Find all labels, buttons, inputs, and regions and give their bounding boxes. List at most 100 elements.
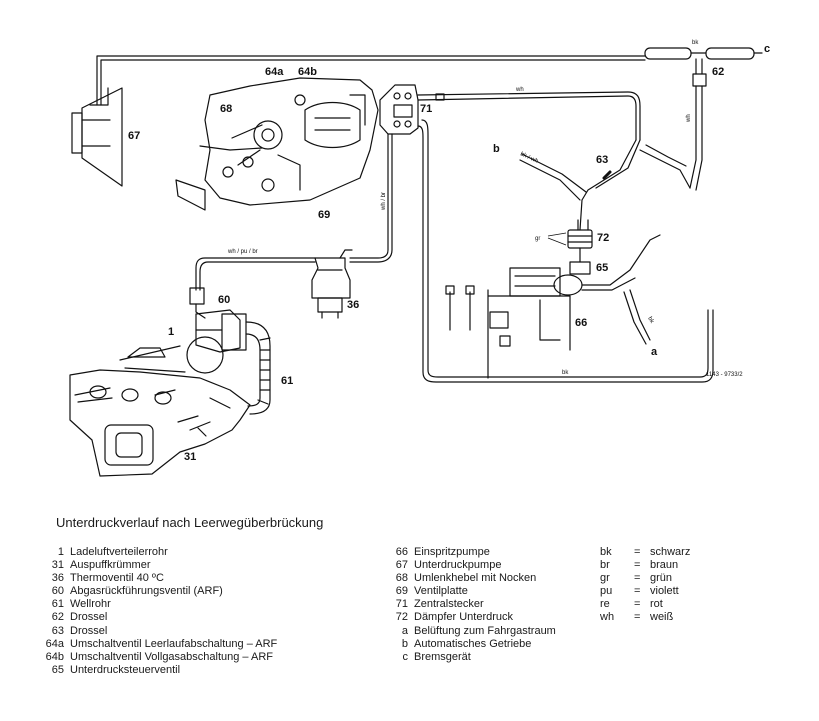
- hose-label-bk-top: bk: [692, 40, 699, 46]
- hose-label-bk-wh: bk / wh: [519, 151, 539, 164]
- valve-plate-69: [175, 77, 379, 211]
- legend-row: 36 Thermoventil 40 ºC: [40, 572, 277, 585]
- damper-72: [567, 229, 593, 263]
- legend-row: 66 Einspritzpumpe: [388, 546, 556, 559]
- color-code: gr: [600, 572, 610, 585]
- equals-sign: =: [634, 611, 641, 624]
- color-name: weiß: [650, 611, 674, 624]
- equals-sign: =: [634, 559, 641, 572]
- callout-c: c: [764, 43, 770, 55]
- legend-text: Dämpfer Unterdruck: [414, 611, 514, 624]
- callout-36: 36: [347, 299, 359, 311]
- callout-67: 67: [128, 130, 140, 142]
- color-name: violett: [650, 585, 679, 598]
- legend-row: 31 Auspuffkrümmer: [40, 559, 277, 572]
- legend-text: Umschaltventil Vollgasabschaltung – ARF: [70, 650, 273, 663]
- callout-68: 68: [220, 103, 232, 115]
- legend-key: 65: [51, 663, 64, 676]
- legend-key: 63: [51, 624, 64, 637]
- diagram-caption: Unterdruckverlauf nach Leerwegüberbrücku…: [56, 515, 324, 530]
- legend-key: c: [402, 650, 409, 663]
- legend-key: 64b: [45, 650, 64, 663]
- legend-text: Ladeluftverteilerrohr: [70, 546, 168, 558]
- hose-wh-to-63: [417, 91, 641, 141]
- legend-text: Drossel: [70, 624, 108, 637]
- equals-sign: =: [634, 572, 641, 585]
- legend-key: 61: [51, 598, 64, 611]
- color-name: schwarz: [650, 546, 691, 558]
- color-code: bk: [600, 546, 612, 558]
- hose-label-gr: gr: [535, 236, 540, 242]
- legend-text: Bremsgerät: [414, 650, 471, 663]
- color-code-row: pu=violett: [600, 585, 690, 598]
- legend-row: 1 Ladeluftverteilerrohr: [40, 546, 277, 559]
- legend-text: Automatisches Getriebe: [414, 637, 532, 650]
- legend-row: 64b Umschaltventil Vollgasabschaltung – A…: [40, 651, 277, 664]
- color-code-row: wh = weiß: [600, 611, 690, 624]
- legend-text: Zentralstecker: [414, 598, 484, 611]
- hose-color-labels: wh bk wh wh / br wh / pu / br bk / wh gr…: [227, 40, 743, 378]
- legend-key: 36: [51, 572, 64, 585]
- callout-69: 69: [318, 209, 330, 221]
- hose-label-bk-a: bk: [646, 316, 655, 325]
- legend-text: Umschaltventil Leerlaufabschaltung – ARF: [70, 637, 278, 650]
- equals-sign: =: [634, 546, 641, 558]
- callout-60: 60: [218, 294, 230, 306]
- hose-label-wh-pu-br: wh / pu / br: [227, 249, 258, 255]
- drawing-ref-code: 1143 - 9733/2: [706, 372, 743, 378]
- callout-labels: 64a 64b 68 69 67 71 62 c 63 b 72 65 66 a…: [128, 43, 770, 463]
- color-code-row: re=rot: [600, 598, 690, 611]
- callout-63: 63: [596, 154, 608, 166]
- hose-label-wh-top: wh: [515, 87, 524, 93]
- vacuum-diagram: 64a 64b 68 69 67 71 62 c 63 b 72 65 66 a…: [69, 40, 770, 477]
- legend-text: Thermoventil 40 ºC: [70, 572, 164, 585]
- color-name: braun: [650, 559, 679, 572]
- hose-main-top: [96, 55, 646, 106]
- callout-72: 72: [597, 232, 609, 244]
- legend-text: Abgasrückführungsventil (ARF): [70, 585, 223, 598]
- callout-66: 66: [575, 317, 587, 329]
- corrugated-pipe-61: [245, 321, 271, 415]
- callout-1: 1: [168, 326, 174, 338]
- legend-text: Ventilplatte: [414, 585, 468, 598]
- callout-62: 62: [712, 66, 724, 78]
- callout-31: 31: [184, 451, 196, 463]
- color-code: pu: [600, 585, 613, 598]
- legend-row: c Bremsgerät: [388, 651, 556, 664]
- legend-key: 62: [51, 611, 64, 624]
- throttle-62: [644, 47, 763, 191]
- color-code-row: bk = schwarz: [600, 546, 690, 559]
- legend-key: 60: [51, 585, 64, 598]
- central-connector-71: [379, 84, 419, 135]
- legend-key: a: [401, 624, 408, 637]
- legend-key: 31: [51, 559, 64, 572]
- legend-key: 68: [395, 572, 408, 585]
- thermo-valve-36: [311, 249, 353, 319]
- color-code: re: [600, 598, 610, 611]
- legend-key: 66: [395, 546, 408, 558]
- legend-key: 1: [57, 546, 64, 558]
- legend-row: 63 Drossel: [40, 625, 277, 638]
- color-code-row: br=braun: [600, 559, 690, 572]
- legend-text: Einspritzpumpe: [414, 546, 490, 558]
- vacuum-control-valve-65: [553, 234, 661, 345]
- callout-a: a: [651, 346, 658, 358]
- legend-text: Auspuffkrümmer: [70, 559, 151, 572]
- callout-64b: 64b: [298, 66, 317, 78]
- color-code: wh: [600, 611, 615, 624]
- legend-row: 68 Umlenkhebel mit Nocken: [388, 572, 556, 585]
- gr-pointer: [547, 232, 567, 246]
- legend-text: Umlenkhebel mit Nocken: [414, 572, 537, 585]
- legend-row: 60 Abgasrückführungsventil (ARF): [40, 585, 277, 598]
- legend-key: 67: [395, 559, 408, 572]
